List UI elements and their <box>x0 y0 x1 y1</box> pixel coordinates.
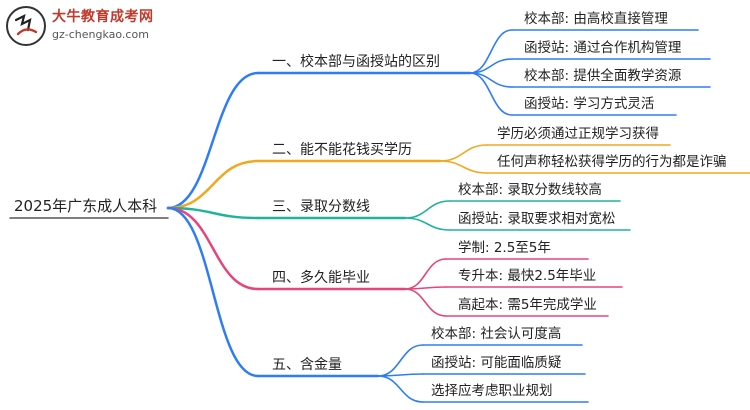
branch-5-label: 五、含金量 <box>272 357 342 373</box>
branch-4-leaf-3: 高起本: 需5年完成学业 <box>458 297 597 313</box>
branch-3-leaf-2-connector <box>404 217 451 231</box>
branch-5-leaf-2: 函授站: 可能面临质疑 <box>431 355 562 371</box>
branch-3-leaf-1: 校本部: 录取分数线较高 <box>458 182 602 198</box>
branch-2-label: 二、能不能花钱买学历 <box>272 142 412 158</box>
branch-3-connector <box>166 206 260 220</box>
branch-5-leaf-1-connector <box>377 344 424 377</box>
branch-2-leaf-2: 任何声称轻松获得学历的行为都是诈骗 <box>497 154 727 170</box>
branch-1-leaf-2: 函授站: 通过合作机构管理 <box>524 40 682 56</box>
branch-1-leaf-4-connector <box>469 72 513 116</box>
branch-4-leaf-1: 学制: 2.5至5年 <box>458 240 551 256</box>
root-topic: 2025年广东成人本科 <box>14 197 158 215</box>
branch-1-label: 一、校本部与函授站的区别 <box>272 54 440 70</box>
logo-icon <box>6 6 46 46</box>
branch-3-leaf-2: 函授站: 录取要求相对宽松 <box>458 211 616 227</box>
logo-title: 大牛教育成考网 <box>52 9 154 25</box>
branch-5-leaf-3-connector <box>377 375 424 403</box>
site-logo[interactable]: 大牛教育成考网 gz-chengkao.com <box>6 6 166 50</box>
branch-4-leaf-3-connector <box>404 288 447 317</box>
logo-url: gz-chengkao.com <box>52 28 149 41</box>
branch-4-label: 四、多久能毕业 <box>272 270 370 286</box>
branch-4-leaf-2: 专升本: 最快2.5年毕业 <box>458 268 597 284</box>
branch-2-connector <box>166 159 260 210</box>
branch-3-label: 三、录取分数线 <box>272 199 370 215</box>
branch-5-leaf-1: 校本部: 社会认可度高 <box>431 326 562 342</box>
branch-1-leaf-1: 校本部: 由高校直接管理 <box>524 11 668 27</box>
branch-1-leaf-3: 校本部: 提供全面教学资源 <box>524 68 682 84</box>
branch-2-leaf-2-connector <box>439 160 488 174</box>
branch-5-connector <box>166 206 260 378</box>
branch-4-connector <box>166 206 260 291</box>
branch-4-leaf-1-connector <box>404 258 447 290</box>
branch-2-leaf-1: 学历必须通过正规学习获得 <box>497 126 659 142</box>
branch-2-leaf-1-connector <box>439 144 488 162</box>
branch-5-leaf-3: 选择应考虑职业规划 <box>431 383 553 399</box>
branch-3-leaf-1-connector <box>404 200 451 219</box>
branch-1-leaf-4: 函授站: 学习方式灵活 <box>524 96 655 112</box>
branch-1-connector <box>166 71 260 210</box>
